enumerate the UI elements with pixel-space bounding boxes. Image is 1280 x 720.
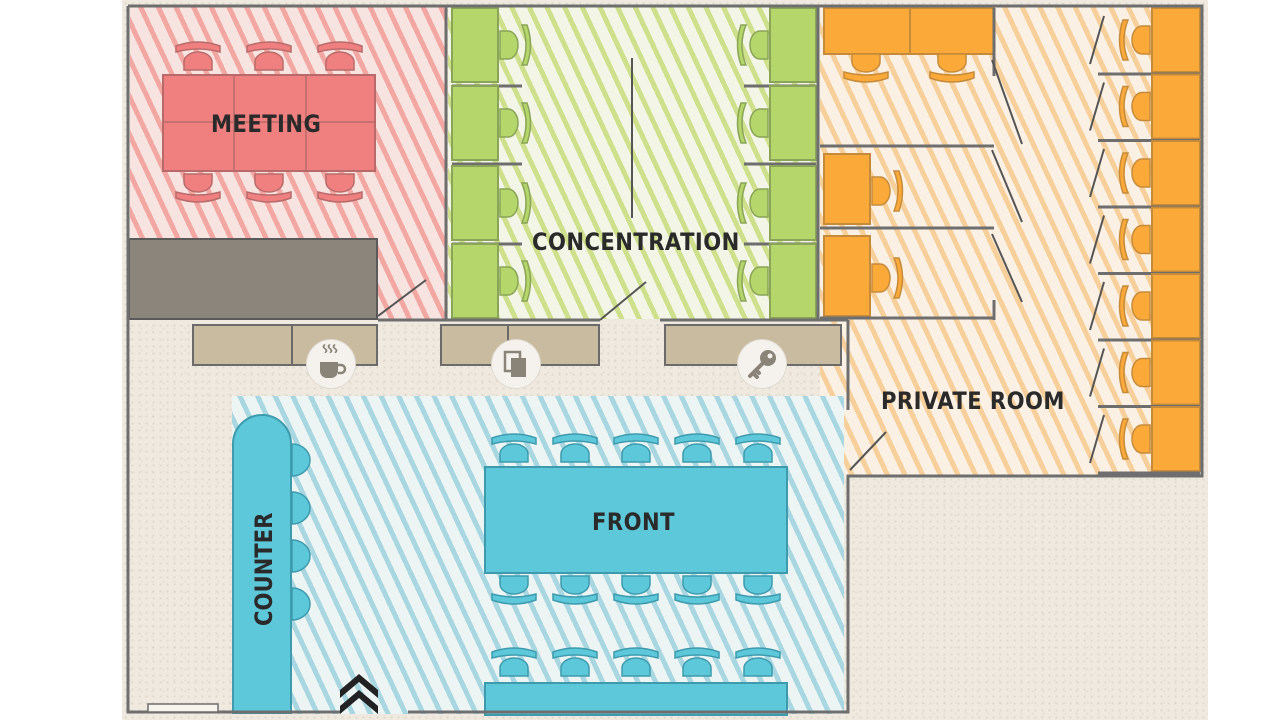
chair: [736, 102, 769, 144]
desk: [451, 243, 499, 319]
chair: [736, 182, 769, 224]
copy-icon[interactable]: [492, 340, 540, 388]
chair: [1118, 285, 1151, 327]
chair: [1118, 152, 1151, 194]
desk: [451, 85, 499, 161]
chair: [613, 575, 659, 605]
desk: [1151, 73, 1201, 140]
chair: [499, 102, 532, 144]
counter: [232, 414, 292, 714]
desk: [451, 165, 499, 241]
coffee-icon[interactable]: [307, 340, 355, 388]
chair: [735, 433, 781, 463]
chair: [736, 260, 769, 302]
concentration-label: CONCENTRATION: [532, 228, 740, 256]
desk: [1151, 140, 1201, 206]
chair: [736, 24, 769, 66]
door-swing: [1089, 281, 1105, 331]
front-table-bottom: [484, 682, 788, 716]
storage-block: [128, 238, 378, 320]
chair: [175, 173, 221, 203]
meeting-label: MEETING: [211, 110, 322, 138]
chair: [499, 182, 532, 224]
door-swing: [1089, 148, 1105, 198]
chair: [175, 41, 221, 71]
desk: [1151, 7, 1201, 73]
chair: [491, 575, 537, 605]
chair: [1118, 85, 1151, 128]
door-swing: [1089, 82, 1105, 131]
key-icon[interactable]: [738, 340, 786, 388]
chair: [735, 575, 781, 605]
desk: [451, 7, 499, 83]
chair: [552, 575, 598, 605]
chair: [317, 173, 363, 203]
desk: [769, 7, 817, 83]
stool: [291, 539, 311, 573]
chair: [871, 170, 904, 212]
chair: [246, 173, 292, 203]
chair: [1118, 351, 1151, 394]
chair: [552, 433, 598, 463]
meeting-table: [162, 74, 376, 172]
desk: [823, 235, 871, 317]
desk: [1151, 406, 1201, 472]
desk: [1151, 273, 1201, 339]
chair: [499, 260, 532, 302]
desk: [769, 165, 817, 241]
chair: [871, 257, 904, 299]
private-room-label: PRIVATE ROOM: [881, 387, 1065, 415]
chair: [317, 41, 363, 71]
desk: [823, 153, 871, 225]
chair: [1118, 19, 1151, 61]
chair: [491, 433, 537, 463]
front-label: FRONT: [592, 508, 675, 536]
chair: [246, 41, 292, 71]
door-swing: [1089, 348, 1105, 397]
chevron-up-icon[interactable]: [336, 668, 382, 716]
counter-label: COUNTER: [250, 512, 278, 626]
door-swing: [991, 149, 1023, 223]
chair: [843, 53, 889, 83]
desk: [909, 7, 995, 55]
desk: [1151, 206, 1201, 273]
door-swing: [1089, 414, 1105, 464]
stool: [291, 491, 311, 525]
chair: [613, 433, 659, 463]
stool: [291, 587, 311, 621]
chair: [1118, 218, 1151, 261]
chair: [929, 53, 975, 83]
chair: [674, 433, 720, 463]
door-swing: [1089, 15, 1105, 65]
front-table: [484, 466, 788, 574]
chair: [552, 647, 598, 677]
chair: [491, 647, 537, 677]
chair: [674, 575, 720, 605]
chair: [735, 647, 781, 677]
chair: [499, 24, 532, 66]
desk: [1151, 339, 1201, 406]
door-swing: [1089, 215, 1105, 264]
stool: [291, 443, 311, 477]
chair: [674, 647, 720, 677]
desk: [769, 85, 817, 161]
chair: [1118, 418, 1151, 460]
desk: [769, 243, 817, 319]
door-swing: [991, 233, 1023, 303]
chair: [613, 647, 659, 677]
